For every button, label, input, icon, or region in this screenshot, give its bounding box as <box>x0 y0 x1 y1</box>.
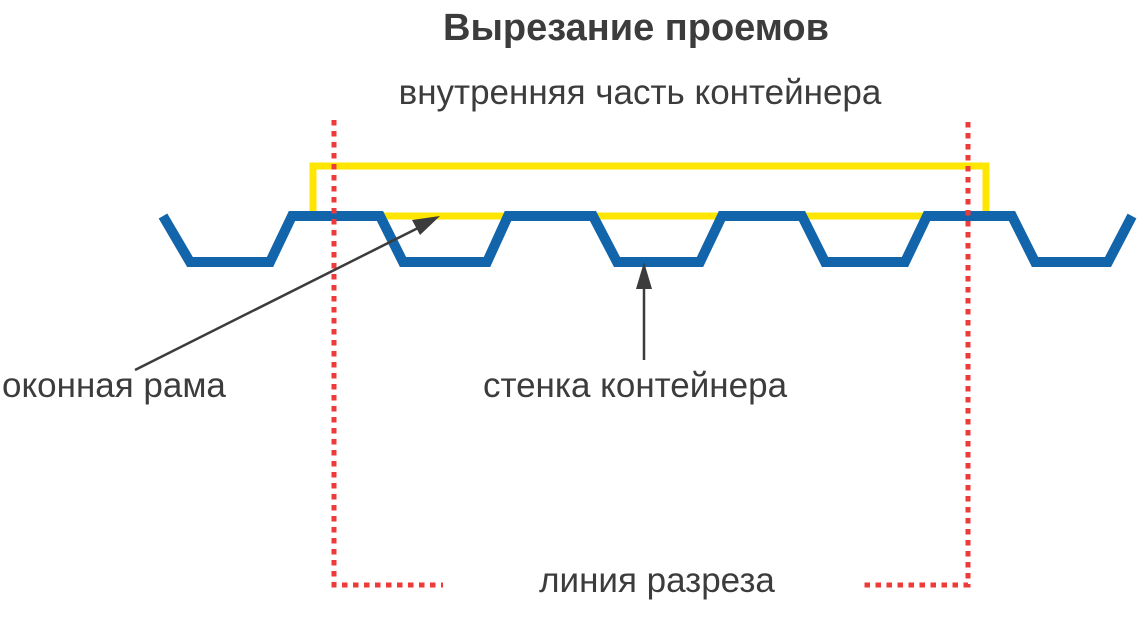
cut-line-right <box>860 122 971 588</box>
window-frame-arrow-line <box>134 226 419 372</box>
label-window-frame: оконная рама <box>2 366 226 405</box>
label-container-wall: стенка контейнера <box>483 366 788 405</box>
diagram-subtitle: внутренняя часть контейнера <box>399 73 882 112</box>
diagram-title: Вырезание проемов <box>443 7 829 49</box>
cut-line-left <box>331 120 443 588</box>
container-wall-arrowhead-icon <box>636 262 652 289</box>
window-frame-arrowhead-icon <box>412 216 440 235</box>
container-wall-profile <box>158 211 1137 267</box>
window-frame-outline <box>309 162 990 220</box>
label-cut-line: линия разреза <box>539 561 775 600</box>
